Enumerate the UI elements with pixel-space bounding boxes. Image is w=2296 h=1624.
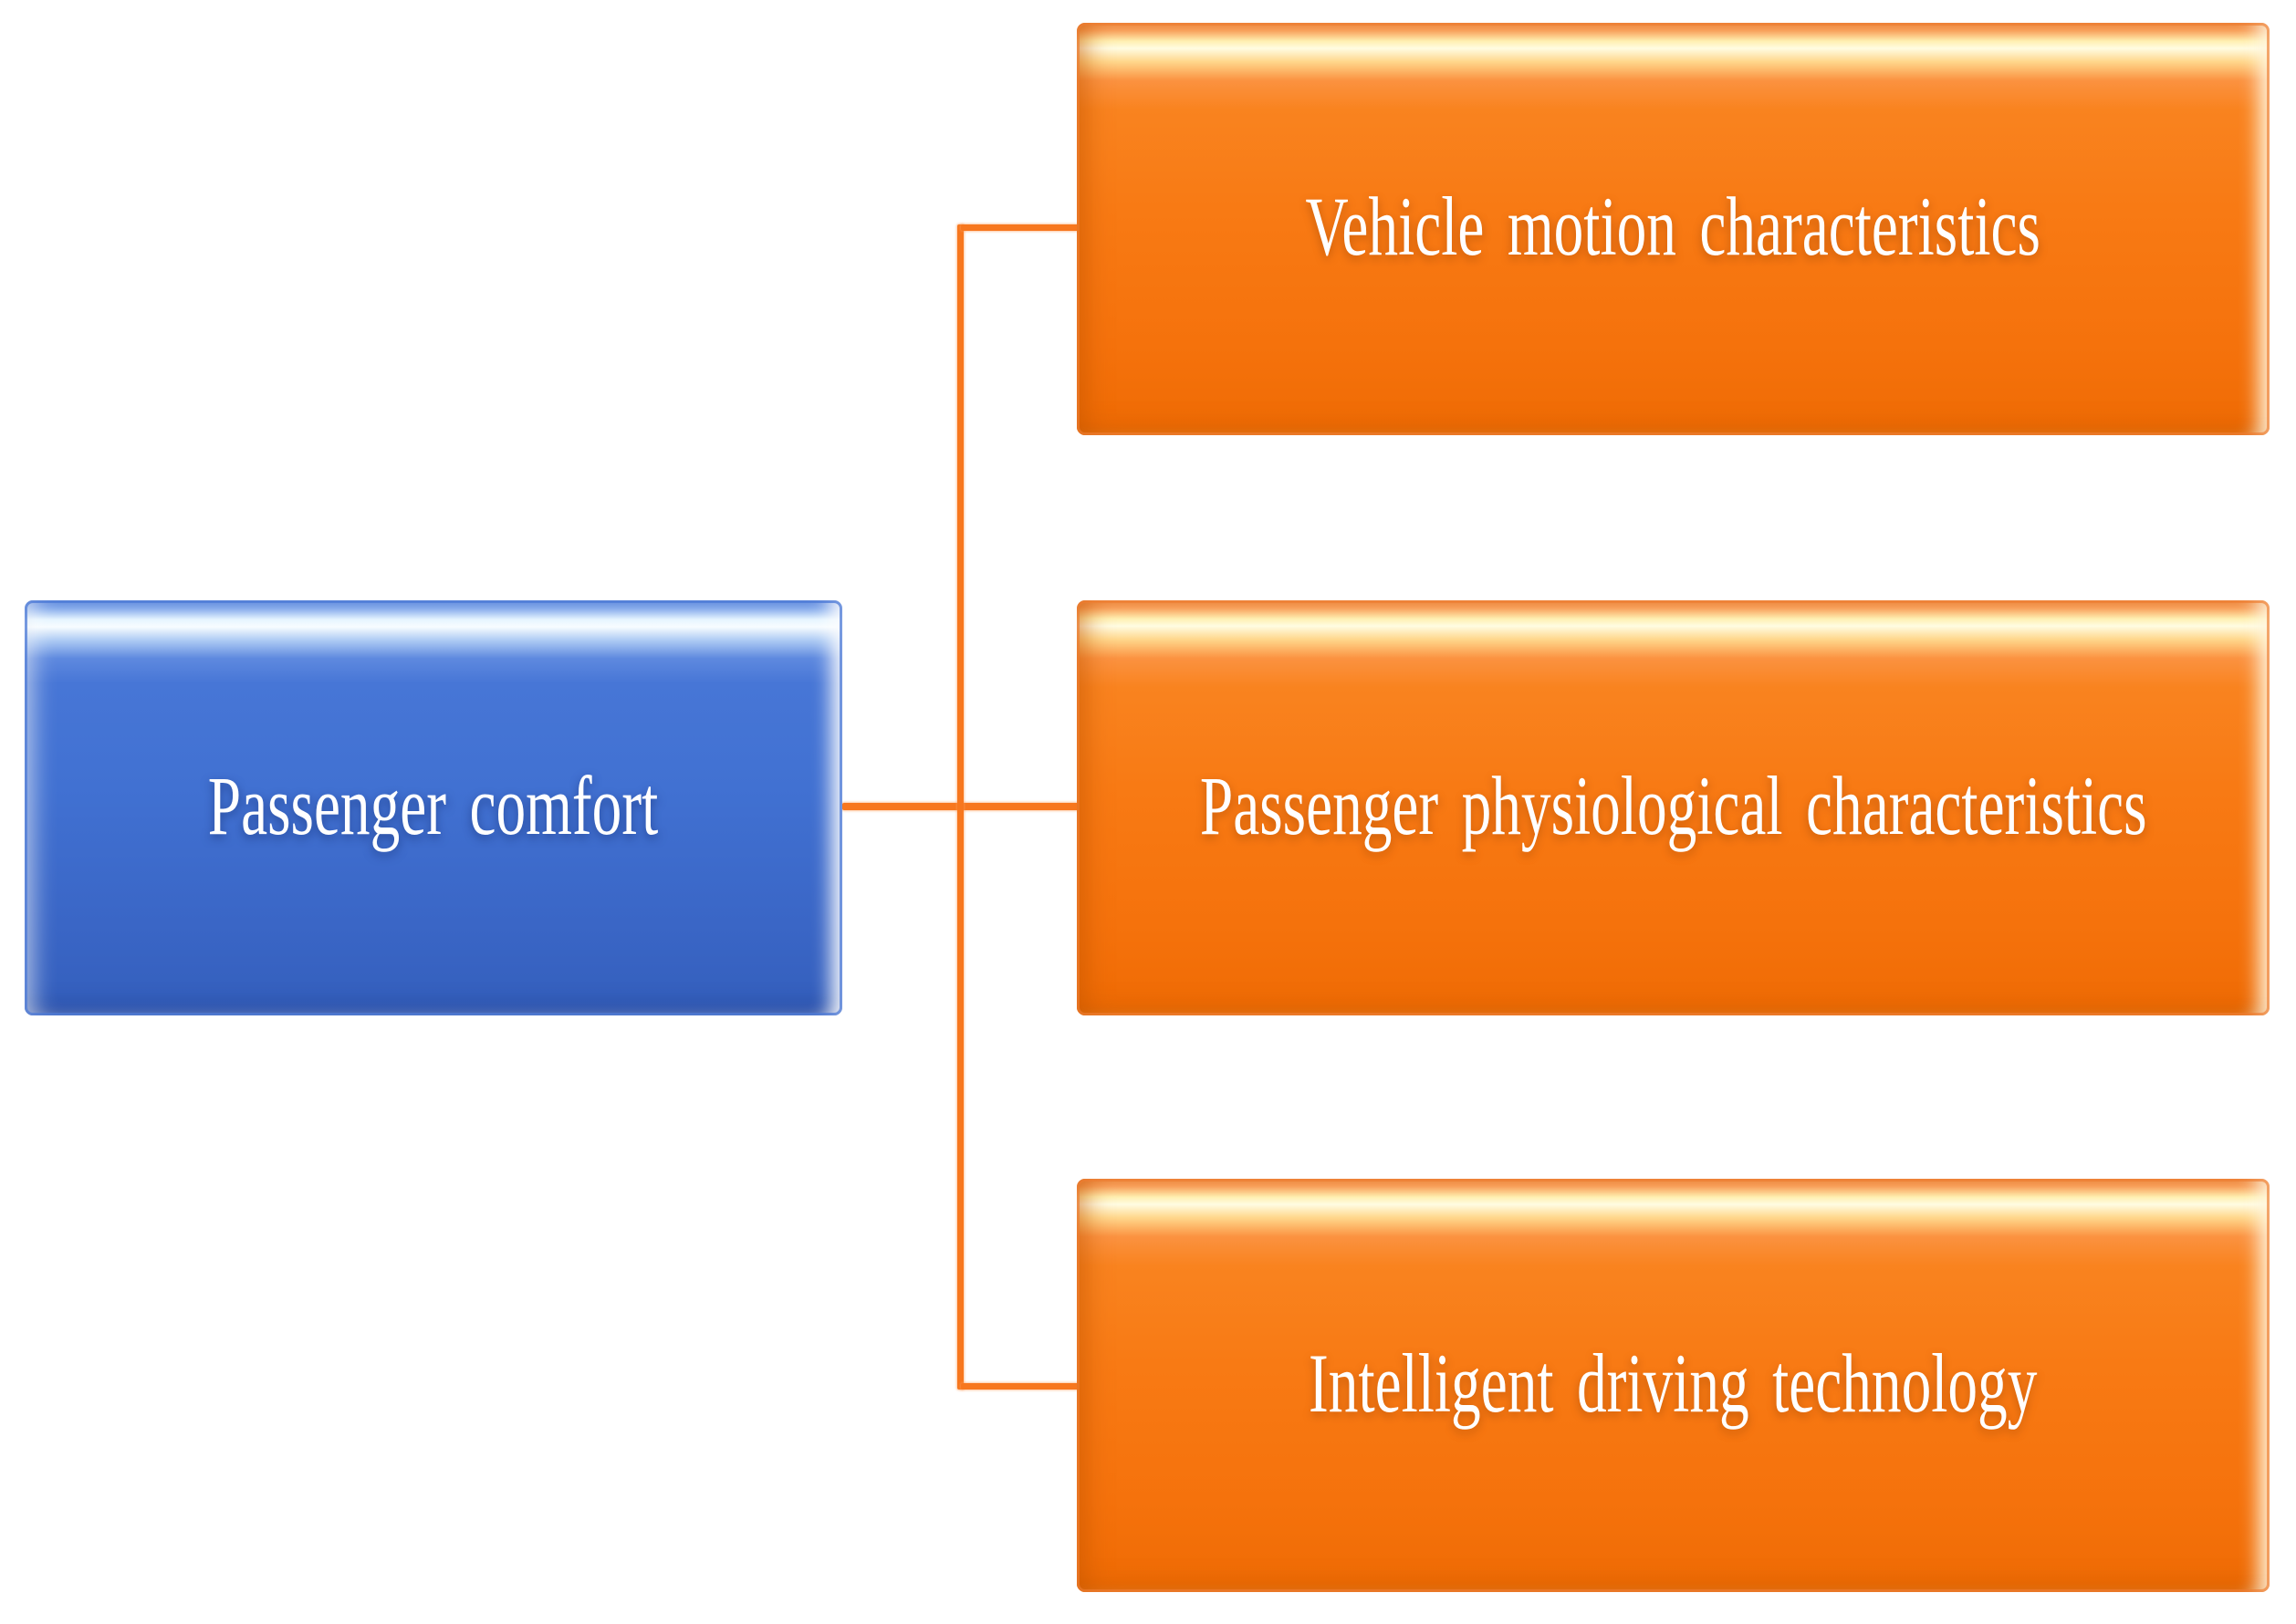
node-passenger-comfort-label: Passenger comfort	[208, 758, 659, 852]
connector-vertical-trunk	[957, 224, 964, 1390]
connector-branch-bottom	[961, 1383, 1079, 1390]
node-passenger-physiological-characteristics-label: Passenger physiological characteristics	[1199, 758, 2147, 852]
connector-branch-top	[961, 224, 1079, 231]
node-vehicle-motion-characteristics: Vehicle motion characteristics	[1077, 23, 2270, 435]
node-passenger-physiological-characteristics: Passenger physiological characteristics	[1077, 600, 2270, 1015]
node-intelligent-driving-technology: Intelligent driving technology	[1077, 1179, 2270, 1592]
node-passenger-comfort: Passenger comfort	[25, 600, 842, 1015]
node-vehicle-motion-characteristics-label: Vehicle motion characteristics	[1305, 180, 2041, 273]
node-intelligent-driving-technology-label: Intelligent driving technology	[1309, 1336, 2038, 1430]
